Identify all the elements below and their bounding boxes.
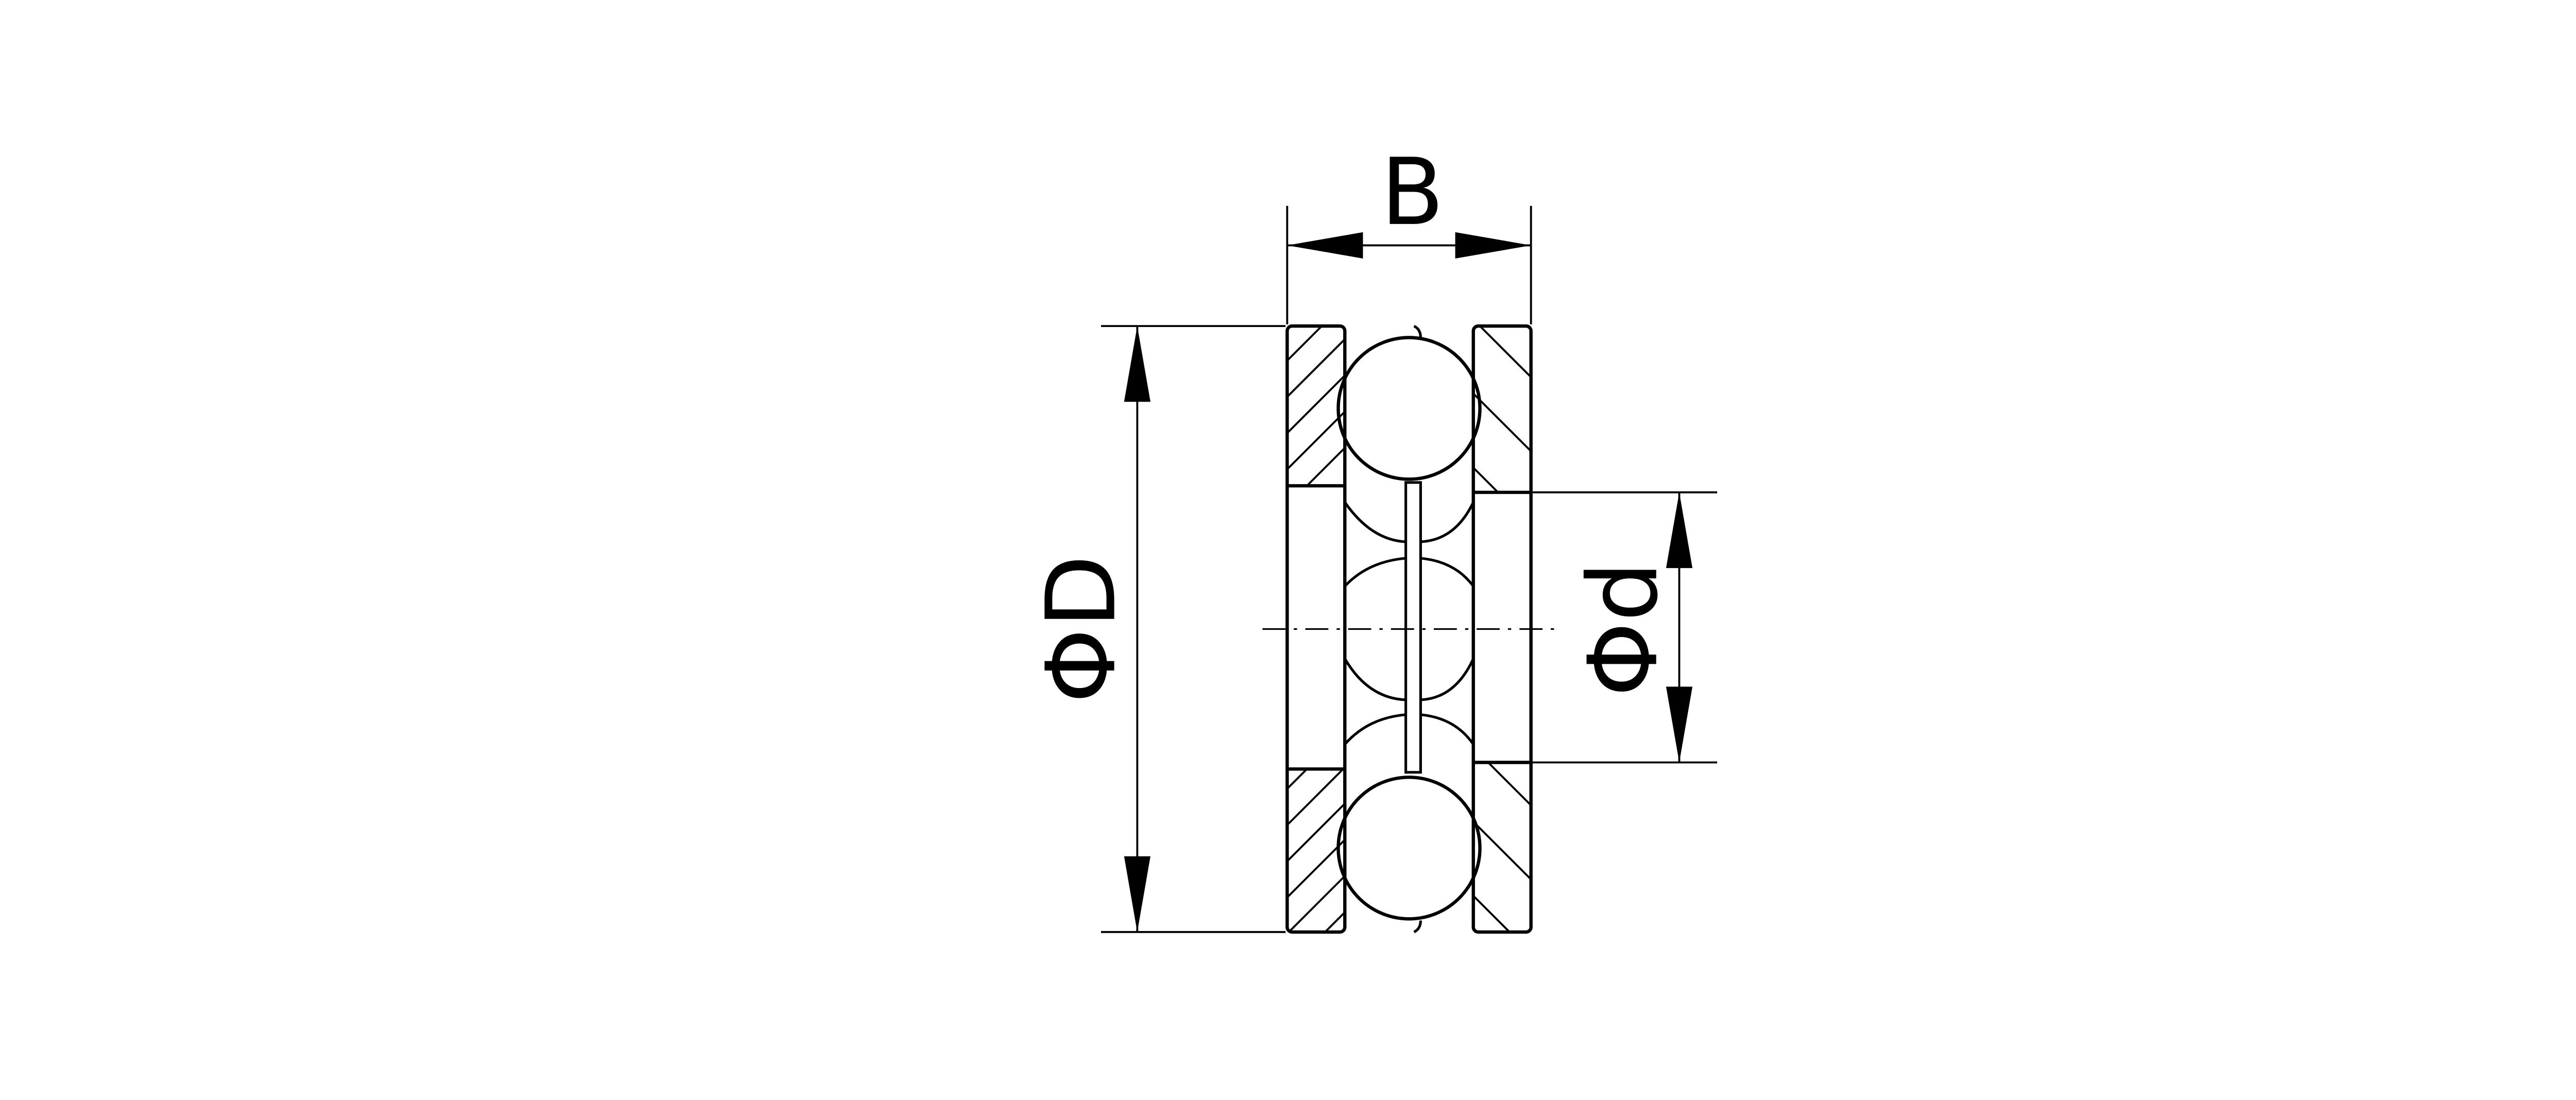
bottom-ball [1336, 776, 1482, 921]
left-washer [1285, 324, 1347, 934]
right-washer [1471, 324, 1533, 934]
inner-diameter-arrow-bottom [1666, 686, 1693, 763]
hidden-ball-arcs-right [1420, 502, 1475, 745]
outer-diameter-label: ΦD [1026, 555, 1137, 703]
outer-diameter-arrow-top [1124, 326, 1150, 402]
inner-diameter-label: Φd [1568, 561, 1679, 697]
width-arrow-left [1287, 232, 1363, 259]
top-ball [1336, 336, 1482, 481]
inner-diameter-arrow-top [1666, 492, 1693, 569]
width-label: B [1381, 139, 1444, 246]
outer-diameter-arrow-bottom [1124, 856, 1150, 932]
left-washer-bottom-hatch [1287, 769, 1345, 932]
right-washer-bottom-hatch [1473, 762, 1531, 932]
dimension-outer-diameter [1101, 325, 1286, 933]
hidden-ball-arcs-left [1344, 501, 1406, 746]
cage [1404, 324, 1422, 934]
balls [1336, 336, 1482, 921]
width-arrow-right [1455, 232, 1531, 259]
dimension-width [1286, 205, 1532, 324]
dimension-inner-diameter [1531, 491, 1717, 764]
right-washer-top-hatch [1473, 326, 1531, 493]
left-washer-top-hatch [1287, 326, 1345, 486]
